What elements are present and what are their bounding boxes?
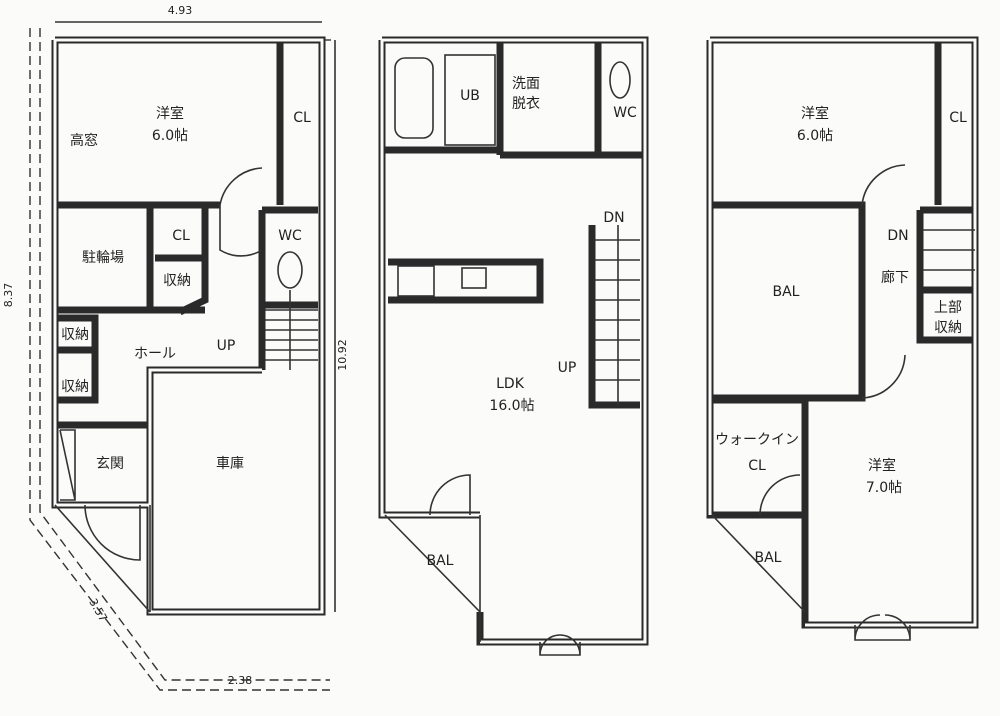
floor2-balcony-label: BAL <box>427 553 454 569</box>
floor1-storage-c-label: 収納 <box>61 379 89 395</box>
floor3-walkin-line2: CL <box>748 458 766 474</box>
dimension-left-depth: 8.37 <box>2 283 15 308</box>
floor3-walls <box>706 36 979 641</box>
floor1-wc-label: WC <box>278 228 302 244</box>
floor2-washroom-line1: 洗面 <box>512 76 540 92</box>
floor2-wc-label: WC <box>613 105 637 121</box>
floor1-hall-label: ホール <box>134 346 176 362</box>
floor2-washroom-line2: 脱衣 <box>512 96 540 112</box>
floor1-bicycle-parking-label: 駐輪場 <box>82 249 124 266</box>
floor3-upper-storage-line1: 上部 <box>934 300 962 316</box>
floor2-bath-label: UB <box>460 88 480 104</box>
floor2-walls <box>378 36 649 656</box>
floor2-ldk-label: LDK <box>496 376 525 392</box>
floor1-western-room-size: 6.0帖 <box>152 128 188 144</box>
floor1-garage-label: 車庫 <box>216 455 244 472</box>
floor3-western-room-b-size: 7.0帖 <box>866 480 902 496</box>
floor3-western-room-a-label: 洋室 <box>801 105 829 122</box>
floor2-stairs-up-label: UP <box>558 360 577 376</box>
floor1-storage-a-label: 収納 <box>163 273 191 289</box>
floor1-high-window-label: 高窓 <box>70 132 98 149</box>
dimension-top-width: 4.93 <box>168 4 193 17</box>
floor1-closet-a-label: CL <box>293 110 311 126</box>
floor3-closet-label: CL <box>949 110 967 126</box>
floor3-corridor-label: 廊下 <box>881 269 909 286</box>
floor3-walkin-line1: ウォークイン <box>715 432 799 448</box>
floor2-stairs-down-label: DN <box>603 210 624 226</box>
floor1-walls <box>51 36 326 616</box>
floor3-balcony-b-label: BAL <box>755 550 782 566</box>
floor3-stairs-down-label: DN <box>887 228 908 244</box>
floor1-storage-b-label: 収納 <box>61 327 89 343</box>
floor3-balcony-a-label: BAL <box>773 284 800 300</box>
dimension-lines <box>29 21 336 691</box>
floor1-closet-b-label: CL <box>172 228 190 244</box>
floor3-upper-storage-line2: 収納 <box>934 320 962 336</box>
dimension-bottom-width: 2.38 <box>228 674 253 687</box>
floor3-western-room-b-label: 洋室 <box>868 457 896 474</box>
floor1-entrance-label: 玄関 <box>96 455 124 472</box>
floor2-ldk-size: 16.0帖 <box>489 398 534 414</box>
dimension-right-depth: 10.92 <box>336 339 349 371</box>
floor1-stairs-up-label: UP <box>217 338 236 354</box>
floor1-western-room-label: 洋室 <box>156 105 184 122</box>
floor3-western-room-a-size: 6.0帖 <box>797 128 833 144</box>
